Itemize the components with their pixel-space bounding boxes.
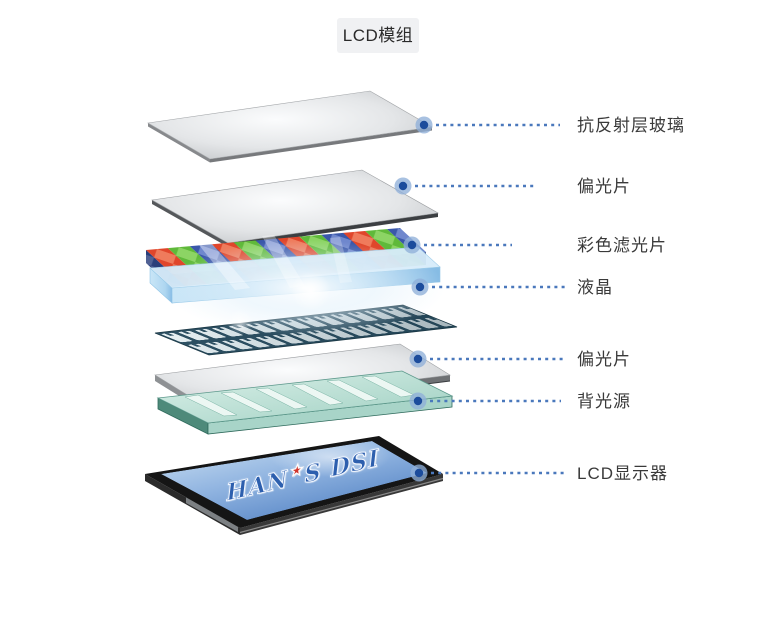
layer-label-color-filter: 彩色滤光片 (577, 236, 667, 255)
layer-anti-reflective-glass (147, 90, 433, 163)
connector-dot-icon (398, 181, 408, 191)
layer-label-backlight: 背光源 (577, 392, 631, 411)
connector-dot-icon (413, 396, 423, 406)
layer-label-lcd-display: LCD显示器 (577, 464, 669, 483)
brand-right: S DSI (303, 444, 381, 489)
connector-polarizer-top (394, 177, 537, 195)
connector-liquid-crystal (411, 278, 565, 296)
light-guide-strips (184, 375, 415, 417)
layer-label-polarizer-top: 偏光片 (577, 177, 631, 196)
connector-backlight (409, 392, 561, 410)
layer-label-polarizer-bottom: 偏光片 (577, 350, 631, 369)
layer-lcd-display (145, 436, 444, 535)
connector-color-filter (403, 236, 512, 254)
brand-left: HAN (225, 465, 290, 507)
connector-dot-icon (419, 120, 429, 130)
backlight-glow (165, 235, 445, 336)
connector-dot-icon (407, 240, 417, 250)
connector-dot-icon (413, 354, 423, 364)
connector-dot-icon (415, 282, 425, 292)
layer-label-liquid-crystal: 液晶 (577, 278, 613, 297)
diagram-title: LCD模组 (337, 18, 419, 53)
connector-lcd-display (410, 464, 565, 482)
connector-dot-icon (414, 468, 424, 478)
connector-polarizer-bottom (409, 350, 563, 368)
connector-anti-reflective-glass (415, 116, 560, 134)
layer-label-anti-reflective-glass: 抗反射层玻璃 (577, 116, 685, 135)
connectors (394, 116, 565, 482)
layer-backlight (156, 370, 454, 435)
brand-star-icon: ★ (288, 459, 304, 482)
